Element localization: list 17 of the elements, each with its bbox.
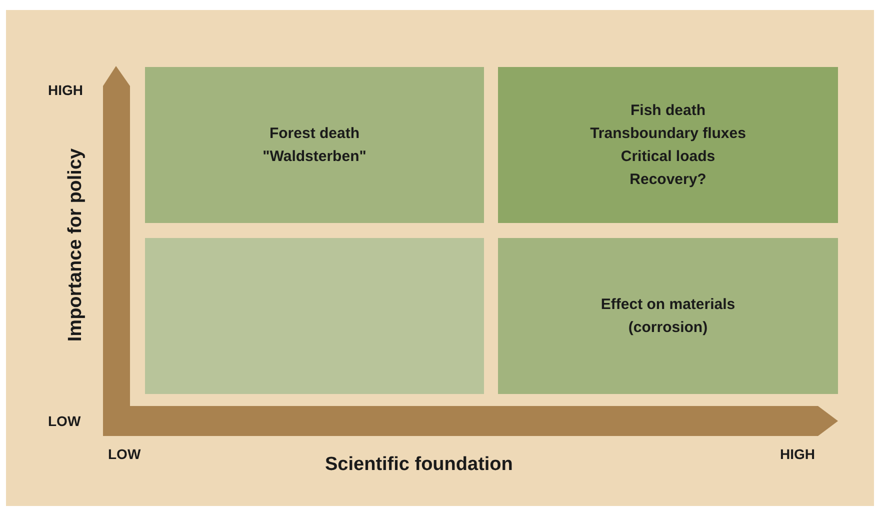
quadrant-box xyxy=(498,238,838,394)
axis-level-label: HIGH xyxy=(780,446,815,462)
axis-level-label: LOW xyxy=(48,413,81,429)
quadrant-text: Transboundary fluxes xyxy=(590,124,746,144)
quadrant-text: "Waldsterben" xyxy=(262,147,366,167)
quadrant-box xyxy=(145,67,484,223)
quadrant-text: Forest death xyxy=(269,124,360,144)
axis-level-label: HIGH xyxy=(48,82,83,98)
quadrant-text: Fish death xyxy=(630,101,706,121)
quadrant-text: Critical loads xyxy=(620,147,716,167)
axis-title: Scientific foundation xyxy=(325,454,513,476)
axis-title: Importance for policy xyxy=(65,148,87,342)
axis-level-label: LOW xyxy=(108,446,141,462)
quadrant-text: Recovery? xyxy=(630,170,706,190)
quadrant-box xyxy=(498,67,838,223)
quadrant-box xyxy=(145,238,484,394)
quadrant-text: Effect on materials (corrosion) xyxy=(600,295,736,338)
